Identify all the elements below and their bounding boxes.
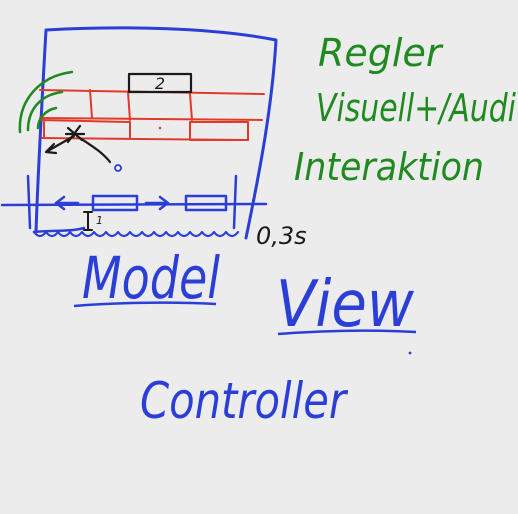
small-dot <box>114 164 122 172</box>
marker-label: 1 <box>96 214 103 227</box>
view-dot <box>408 351 412 355</box>
sound-waves-icon <box>18 70 74 134</box>
numbered-box <box>127 72 193 94</box>
red-dot <box>158 126 162 130</box>
note-visuell-audio: Visuell+/Audi <box>316 86 516 130</box>
position-marker <box>83 211 93 231</box>
pointer-star-icon <box>44 124 112 164</box>
screen-mockup <box>0 26 278 240</box>
duration-label: 0,3s <box>256 222 307 250</box>
mvc-controller: Controller <box>140 372 349 430</box>
view-underline <box>277 329 417 336</box>
note-regler: Regler <box>318 31 444 75</box>
mvc-model: Model <box>82 244 220 312</box>
note-interaktion: Interaktion <box>294 145 484 189</box>
timeline <box>0 174 268 234</box>
box-label: 2 <box>155 74 165 93</box>
model-underline <box>73 301 217 308</box>
wavy-line <box>32 230 240 238</box>
screen-frame <box>34 26 278 240</box>
